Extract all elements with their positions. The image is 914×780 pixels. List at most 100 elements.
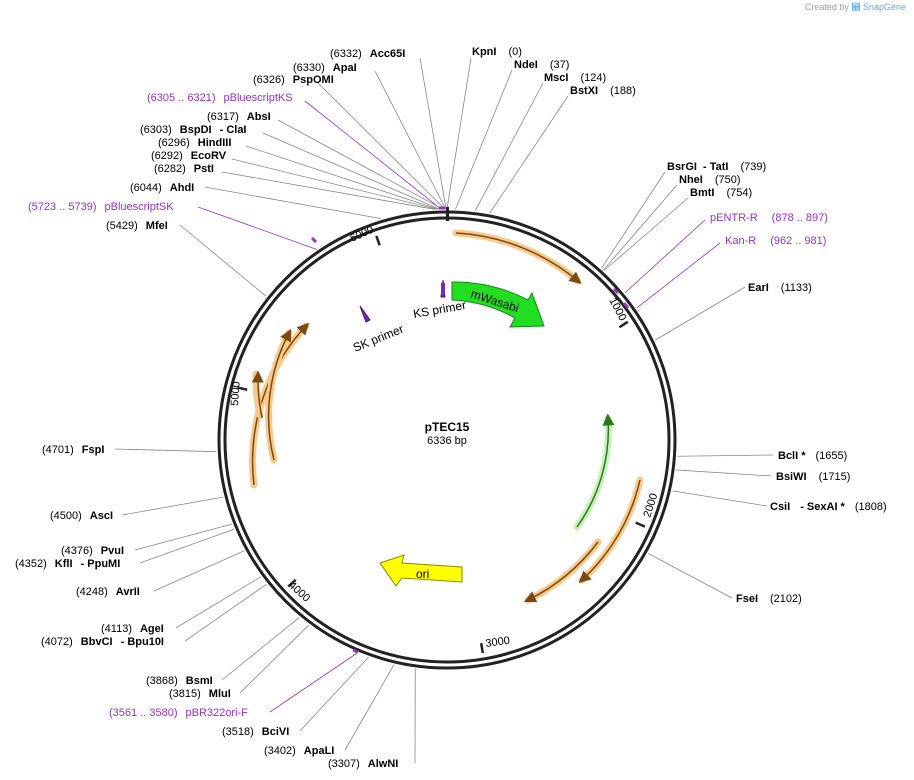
leader-line (134, 523, 232, 551)
svg-text:CsiI- SexAI *(1808): CsiI- SexAI *(1808) (770, 501, 887, 513)
leader-line (262, 132, 440, 210)
svg-text:Kan-R(962 .. 981): Kan-R(962 .. 981) (725, 235, 826, 247)
svg-text:(6332)Acc65I: (6332)Acc65I (330, 48, 405, 60)
leader-line (672, 490, 768, 507)
tick-label-4000: 4000 (286, 579, 312, 604)
svg-text:(6326)PspOMI: (6326)PspOMI (253, 74, 334, 86)
leader-line (221, 617, 300, 681)
leader-line (446, 57, 472, 210)
leader-line (676, 469, 772, 477)
created-by-text: Created by (804, 2, 849, 12)
svg-text:(3815)MluI: (3815)MluI (169, 688, 231, 700)
leader-lines (114, 57, 774, 764)
leader-line (269, 652, 358, 713)
svg-text:(6044)AhdI: (6044)AhdI (130, 182, 194, 194)
leader-line (636, 242, 721, 309)
svg-text:(5723 .. 5739)pBluescriptSK: (5723 .. 5739)pBluescriptSK (28, 201, 174, 213)
feature-arc-green (573, 413, 615, 531)
tick-label-5000: 5000 (229, 381, 243, 406)
leader-line (677, 454, 774, 457)
tick-mark-2000 (635, 521, 646, 528)
svg-text:NheI(750): NheI(750) (679, 174, 741, 186)
svg-text:(4376)PvuI: (4376)PvuI (61, 545, 124, 557)
tick-label-6000: 6000 (348, 224, 375, 245)
svg-text:(6303)BspDI- ClaI: (6303)BspDI- ClaI (140, 124, 247, 136)
leader-line (647, 553, 733, 599)
leader-line (197, 206, 317, 250)
svg-text:KpnI(0): KpnI(0) (472, 46, 522, 58)
svg-text:BsiWI(1715): BsiWI(1715) (776, 471, 850, 483)
leader-line (184, 583, 267, 642)
leader-line (114, 448, 217, 453)
leader-line (277, 119, 443, 210)
leader-line (474, 82, 544, 211)
svg-text:BmtI(754): BmtI(754) (690, 187, 752, 199)
svg-text:(3868)BsmI: (3868)BsmI (146, 675, 213, 687)
tick-marks (237, 235, 646, 654)
ori-label: ori (416, 567, 429, 581)
snapgene-logo-icon: ⹭ (851, 2, 861, 12)
svg-text:NdeI(37): NdeI(37) (514, 59, 569, 71)
leader-line (121, 496, 224, 516)
leader-line (221, 171, 435, 210)
svg-text:EarI(1133): EarI(1133) (748, 282, 812, 294)
svg-text:(6296)HindIII: (6296)HindIII (158, 137, 231, 149)
origin-marker (446, 207, 449, 221)
tick-mark-6000 (375, 235, 381, 246)
plasmid-size: 6336 bp (427, 435, 467, 447)
svg-text:(3307)AlwNI: (3307)AlwNI (328, 758, 398, 770)
svg-text:(6282)PstI: (6282)PstI (154, 163, 214, 175)
svg-text:BsrGI- TatI(739): BsrGI- TatI(739) (667, 161, 766, 173)
leader-line (204, 186, 382, 220)
primer-bars-outer (310, 206, 630, 654)
leader-line (603, 197, 689, 271)
primer-markers-inside: KS primer SK primer (351, 279, 467, 355)
leader-line (231, 158, 438, 210)
svg-text:(3402)ApaLI: (3402)ApaLI (264, 745, 334, 757)
leader-line (139, 528, 235, 564)
leader-line (655, 286, 746, 341)
svg-text:(4500)AscI: (4500)AscI (50, 510, 113, 522)
svg-text:(4701)FspI: (4701)FspI (42, 444, 104, 456)
tick-mark-5000 (237, 386, 248, 392)
leader-line (153, 550, 245, 592)
svg-text:(6292)EcoRV: (6292)EcoRV (151, 150, 227, 162)
svg-text:(3561 .. 3580)pBR322ori-F: (3561 .. 3580)pBR322ori-F (109, 707, 248, 719)
site-labels-right-top: KpnI(0) NdeI(37) MscI(124) BstXI(188) Bs… (472, 46, 828, 294)
leader-line (317, 82, 445, 210)
svg-text:BclI *(1655): BclI *(1655) (778, 450, 847, 462)
plasmid-name: pTEC15 (425, 420, 470, 434)
svg-text:(4072)BbvCI- Bpu10I: (4072)BbvCI- Bpu10I (41, 636, 164, 648)
svg-text:FseI(2102): FseI(2102) (736, 593, 802, 605)
leader-line (455, 69, 513, 210)
svg-text:(6305 .. 6321)pBluescriptKS: (6305 .. 6321)pBluescriptKS (147, 92, 293, 104)
svg-text:(4113)AgeI: (4113)AgeI (101, 623, 164, 635)
mwasabi-feature: mWasabi (451, 281, 545, 328)
tick-mark-1000 (618, 320, 629, 329)
svg-text:(4248)AvrII: (4248)AvrII (76, 586, 140, 598)
svg-text:(4352)KflI- PpuMI: (4352)KflI- PpuMI (15, 558, 120, 570)
leader-line (304, 100, 442, 210)
tick-mark-4000 (287, 578, 297, 588)
leader-line (299, 656, 369, 732)
leader-line (239, 624, 310, 694)
sk-primer-label: SK primer (351, 322, 406, 355)
svg-text:(6317)AbsI: (6317)AbsI (207, 111, 271, 123)
tick-mark-3000 (479, 642, 485, 654)
sk-primer-marker-icon (359, 305, 371, 323)
site-labels-left-top: (6332)Acc65I (6330)ApaI (6326)PspOMI (63… (28, 48, 405, 232)
leader-line (489, 95, 569, 214)
leader-line (624, 219, 706, 294)
leader-line (374, 70, 446, 210)
snapgene-branding: Created by ⹭ SnapGene (805, 2, 906, 12)
ks-primer-label: KS primer (412, 298, 467, 321)
svg-text:pENTR-R(878 .. 897): pENTR-R(878 .. 897) (710, 212, 828, 224)
svg-text:MscI(124): MscI(124) (544, 72, 606, 84)
leader-line (601, 171, 666, 269)
ori-feature: ori (379, 554, 463, 587)
leader-line (245, 145, 438, 210)
leader-line (603, 184, 678, 271)
leader-line (344, 664, 395, 751)
site-labels-left-bottom: (4701)FspI (4500)AscI (4376)PvuI (4352)K… (15, 444, 398, 770)
